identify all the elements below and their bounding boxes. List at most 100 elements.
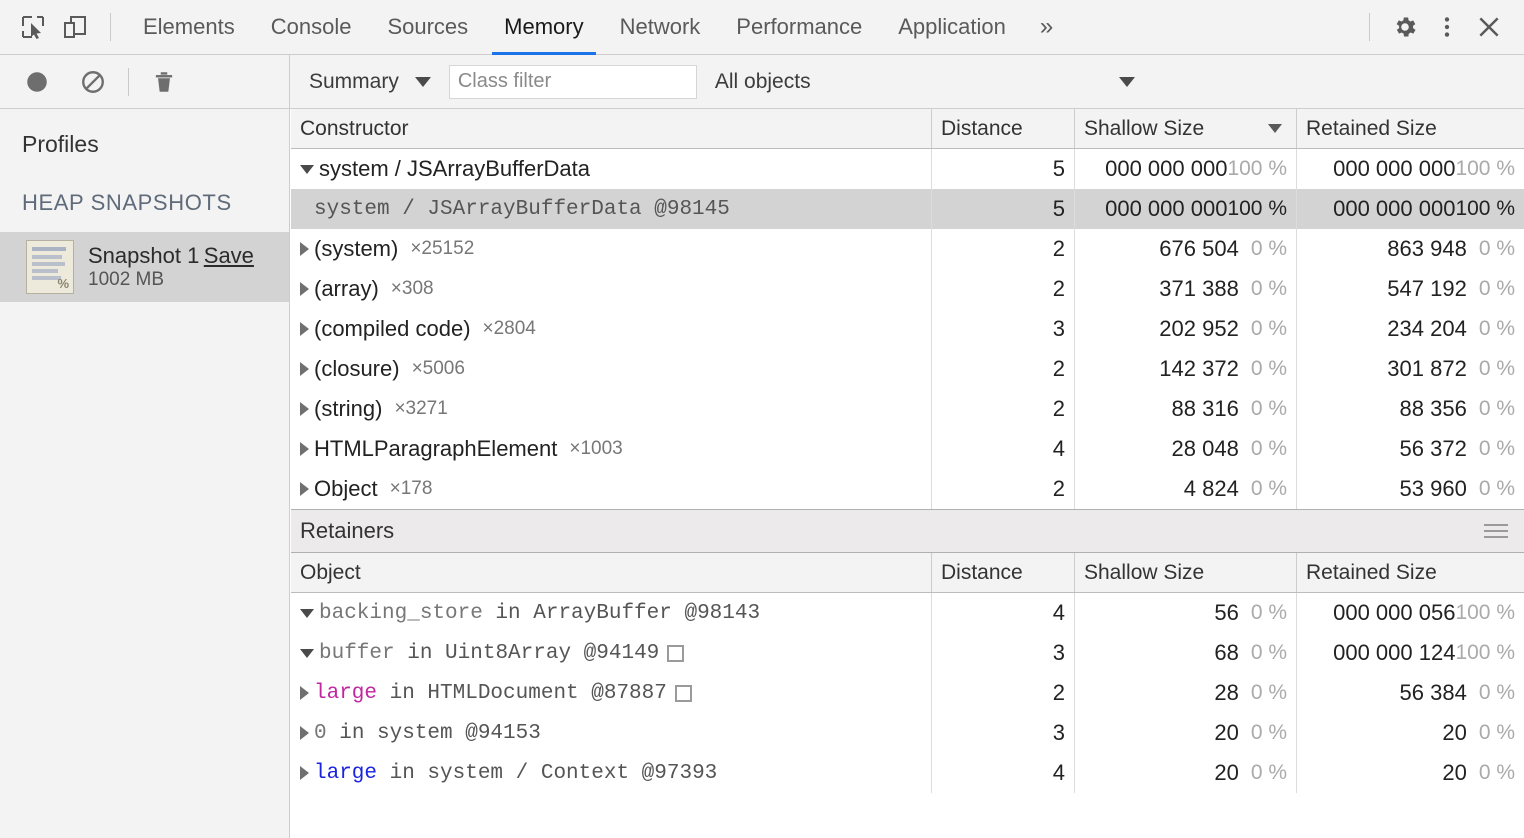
twisty-collapsed-icon[interactable] [300,362,309,376]
size-value: 53 960 [1399,476,1467,501]
twisty-collapsed-icon[interactable] [300,322,309,336]
retainer-property-name: 0 [314,721,327,745]
size-percent: 0 % [1478,357,1515,380]
distance-value: 2 [1052,396,1065,421]
device-toolbar-icon[interactable] [54,6,96,48]
snapshot-size: 1002 MB [88,268,165,290]
tab-performance-label: Performance [736,14,863,39]
view-select[interactable]: Summary [291,70,431,94]
tab-application[interactable]: Application [880,0,1024,55]
close-icon[interactable] [1468,6,1510,48]
more-tabs-icon[interactable]: » [1024,0,1069,55]
snapshot-save-link[interactable]: Save [203,243,254,269]
column-header-retainers-shallow-size[interactable]: Shallow Size [1075,553,1297,592]
retainers-header: Retainers [291,509,1524,553]
detached-node-icon [674,684,692,702]
twisty-collapsed-icon[interactable] [300,242,309,256]
tab-elements[interactable]: Elements [125,0,253,55]
panel-tabs: Elements Console Sources Memory Network … [125,0,1069,55]
clear-icon[interactable] [72,61,114,103]
more-tabs-label: » [1039,13,1054,40]
column-header-constructor[interactable]: Constructor [291,109,932,148]
twisty-collapsed-icon[interactable] [300,686,309,700]
twisty-collapsed-icon[interactable] [300,402,309,416]
inspect-element-icon[interactable] [12,6,54,48]
size-percent: 0 % [1250,277,1287,300]
size-percent: 0 % [1478,237,1515,260]
tab-console-label: Console [270,14,352,39]
constructor-name: (string) [314,396,383,421]
column-header-shallow-size[interactable]: Shallow Size [1075,109,1297,148]
snapshot-name: Snapshot 1 [88,243,200,269]
class-filter-input[interactable] [448,64,697,99]
twisty-collapsed-icon[interactable] [300,282,309,296]
profiles-sidebar: Profiles HEAP SNAPSHOTS % Snapshot 1 Sav… [0,109,290,838]
twisty-expanded-icon[interactable] [300,164,314,174]
tab-memory[interactable]: Memory [486,0,601,55]
tab-network[interactable]: Network [602,0,719,55]
hamburger-menu-icon[interactable] [1484,520,1508,542]
tab-performance[interactable]: Performance [718,0,880,55]
twisty-collapsed-icon[interactable] [300,482,309,496]
tab-elements-label: Elements [143,14,235,39]
twisty-expanded-icon[interactable] [300,648,314,658]
column-header-object[interactable]: Object [291,553,932,592]
size-value: 234 204 [1387,316,1467,341]
retainer-name: buffer in Uint8Array @94149 [319,642,659,665]
size-value: 20 [1442,760,1467,785]
sidebar-item-snapshot-1[interactable]: % Snapshot 1 Save 1002 MB [0,232,289,302]
size-percent: 0 % [1478,277,1515,300]
devtools-tabbar: Elements Console Sources Memory Network … [0,0,1524,55]
twisty-collapsed-icon[interactable] [300,766,309,780]
snapshot-thumbnail-icon: % [26,240,74,294]
kebab-menu-icon[interactable] [1426,6,1468,48]
constructor-name: (system) [314,236,399,261]
size-value: 20 [1214,760,1239,785]
distance-value: 3 [1052,316,1065,341]
actions-divider [1369,13,1370,41]
twisty-expanded-icon[interactable] [300,608,314,618]
column-header-retainers-distance[interactable]: Distance [932,553,1075,592]
snapshot-text: Snapshot 1 Save 1002 MB [88,243,254,290]
size-value: 301 872 [1387,356,1467,381]
size-percent: 0 % [1478,317,1515,340]
retainer-object-ref: in system @94153 [326,721,541,745]
constructor-name: (array) [314,276,379,301]
retainer-name: large in HTMLDocument @87887 [314,682,667,705]
size-value: 56 [1214,600,1239,625]
tab-console[interactable]: Console [253,0,370,55]
column-header-retained-size[interactable]: Retained Size [1297,109,1524,148]
memory-toolbar-left [0,55,290,108]
twisty-collapsed-icon[interactable] [300,726,309,740]
record-icon[interactable] [16,61,58,103]
tab-memory-label: Memory [504,14,584,39]
column-header-distance-label: Distance [941,116,1023,140]
column-header-distance[interactable]: Distance [932,109,1075,148]
constructor-name: Object [314,476,378,501]
size-percent: 0 % [1250,477,1287,500]
column-header-retainers-retained-size[interactable]: Retained Size [1297,553,1524,592]
twisty-collapsed-icon[interactable] [300,442,309,456]
objects-filter-select[interactable]: All objects [715,70,1135,94]
constructor-name: system / JSArrayBufferData [319,156,591,181]
tab-sources[interactable]: Sources [369,0,486,55]
size-percent: 100 % [1227,197,1287,220]
distance-value: 4 [1052,760,1065,785]
gear-icon[interactable] [1384,6,1426,48]
retainer-object-ref: in Uint8Array @94149 [394,641,660,665]
trash-icon[interactable] [143,61,185,103]
